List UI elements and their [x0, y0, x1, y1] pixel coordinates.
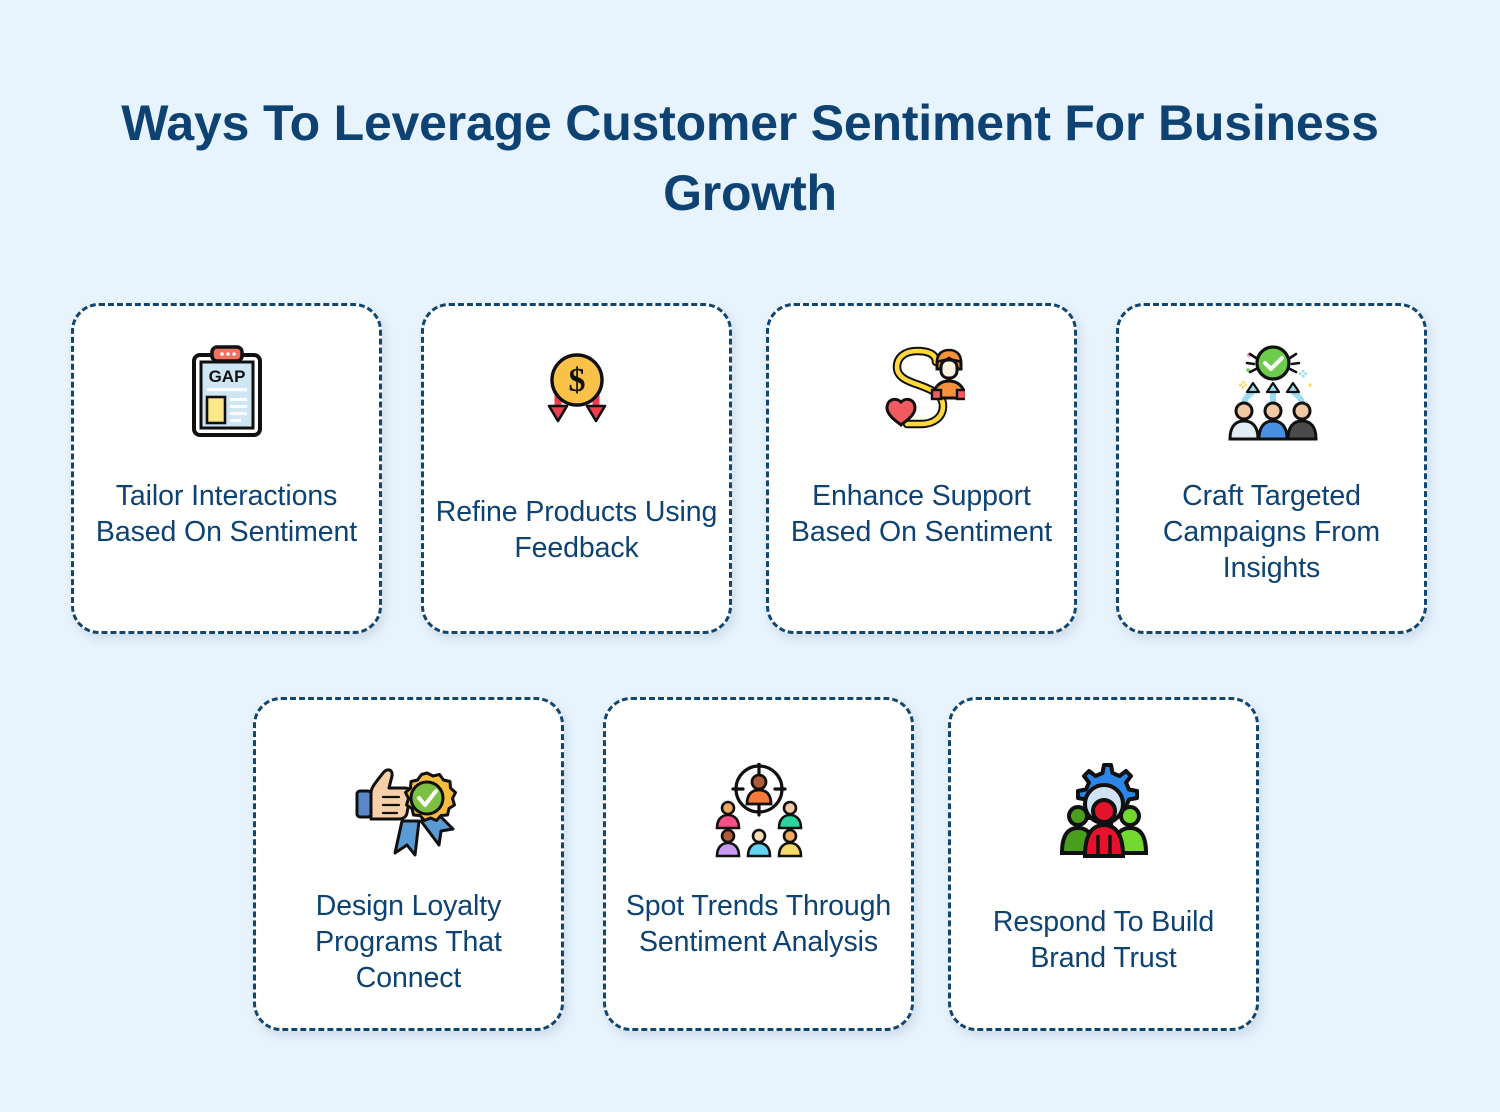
gear-team-trust-icon — [951, 700, 1256, 880]
card-label: Respond To Build Brand Trust — [992, 906, 1215, 974]
clipboard-gap-icon: GAP — [74, 306, 379, 458]
card-enhance-support[interactable]: Enhance Support Based On Sentiment — [766, 303, 1077, 634]
card-label: Tailor Interactions Based On Sentiment — [95, 480, 358, 548]
target-audience-people-icon — [606, 700, 911, 880]
card-tailor-interactions[interactable]: GAP Tailor Interactions Based On Sentime… — [71, 303, 382, 634]
svg-text:GAP: GAP — [208, 367, 245, 386]
card-spot-trends[interactable]: Spot Trends Through Sentiment Analysis — [603, 697, 914, 1031]
card-design-loyalty[interactable]: Design Loyalty Programs That Connect — [253, 697, 564, 1031]
card-label: Spot Trends Through Sentiment Analysis — [625, 890, 892, 958]
team-approval-arrows-icon — [1119, 306, 1424, 458]
support-agent-heart-icon — [769, 306, 1074, 458]
card-craft-campaigns[interactable]: Craft Targeted Campaigns From Insights — [1116, 303, 1427, 634]
dollar-coin-down-arrows-icon: $ — [424, 306, 729, 458]
thumbs-up-award-badge-icon — [256, 700, 561, 880]
card-label: Design Loyalty Programs That Connect — [315, 890, 502, 994]
card-label: Craft Targeted Campaigns From Insights — [1162, 480, 1381, 584]
card-refine-products[interactable]: $ Refine Products Using Feedback — [421, 303, 732, 634]
card-label: Enhance Support Based On Sentiment — [790, 480, 1053, 548]
card-label: Refine Products Using Feedback — [435, 496, 718, 564]
page-title: Ways To Leverage Customer Sentiment For … — [121, 95, 1379, 221]
svg-text:$: $ — [568, 362, 585, 399]
card-respond-brand-trust[interactable]: Respond To Build Brand Trust — [948, 697, 1259, 1031]
